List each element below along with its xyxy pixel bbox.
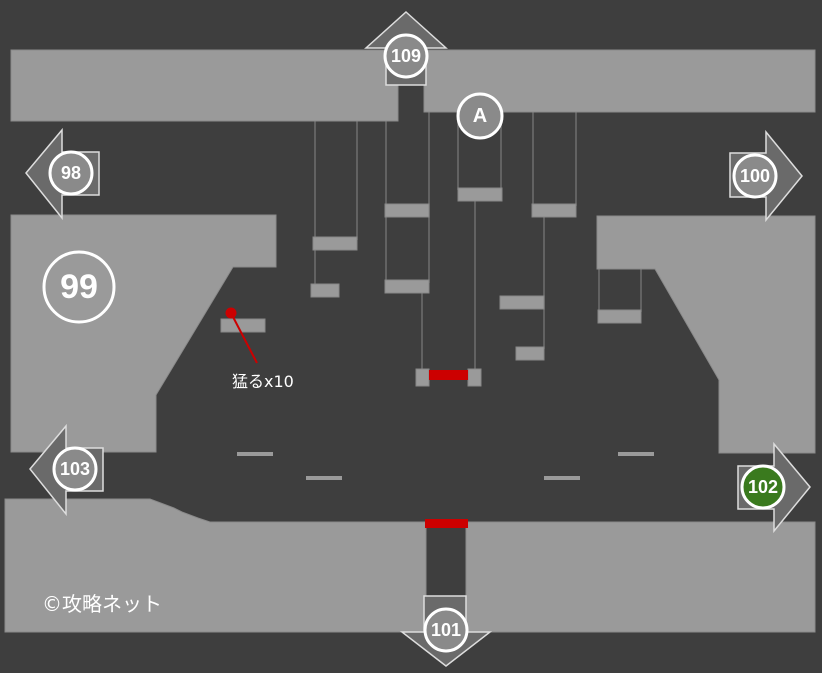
floor-right xyxy=(465,521,816,633)
wall-left-block xyxy=(10,214,277,453)
hazard-spike-floor xyxy=(425,519,468,528)
room-99-circle xyxy=(42,250,116,324)
copyright-label: ©攻略ネット xyxy=(42,592,162,616)
wall-top-left xyxy=(10,49,399,122)
exit-109-label[interactable]: 109 xyxy=(390,46,422,66)
enemy-marker-icon xyxy=(225,307,237,319)
hanging-strings xyxy=(314,112,642,372)
exit-101-label[interactable]: 101 xyxy=(430,620,462,640)
exit-102-arrow[interactable] xyxy=(737,441,811,534)
exit-109-arrow[interactable] xyxy=(364,10,448,86)
enemy-pointer-line xyxy=(230,312,258,364)
exit-103-label[interactable]: 103 xyxy=(59,459,91,479)
platforms xyxy=(220,187,654,480)
exit-98-label[interactable]: 98 xyxy=(60,163,82,183)
exit-101-arrow[interactable] xyxy=(399,595,493,667)
room-label: 99 xyxy=(60,268,98,306)
exit-100-label[interactable]: 100 xyxy=(739,166,771,186)
start-marker-a xyxy=(456,92,504,140)
wall-right-block xyxy=(596,215,816,454)
hazard-spike-mid xyxy=(429,370,468,380)
start-marker-label: A xyxy=(472,105,488,127)
exit-98-arrow[interactable] xyxy=(25,127,100,221)
enemy-annotation: 猛るx10 xyxy=(232,372,294,391)
exit-100-arrow[interactable] xyxy=(729,129,803,223)
exit-103-arrow[interactable] xyxy=(29,423,104,517)
exit-102-label[interactable]: 102 xyxy=(747,477,779,497)
walls xyxy=(4,49,816,633)
